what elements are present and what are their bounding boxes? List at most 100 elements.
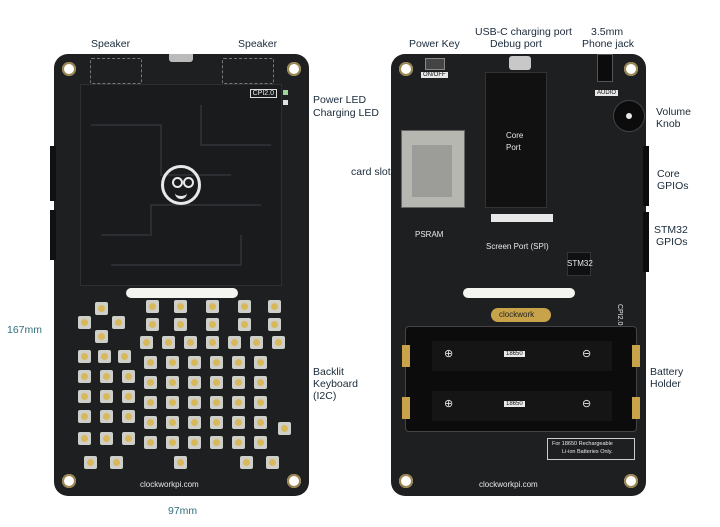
keyboard-key[interactable] [166, 416, 179, 429]
keyboard-key[interactable] [166, 356, 179, 369]
keyboard-key[interactable] [184, 336, 197, 349]
keyboard-key[interactable] [174, 318, 187, 331]
battery-note: For 18650 Rechargeable Li-ion Batteries … [547, 438, 635, 460]
keyboard-key[interactable] [210, 376, 223, 389]
keyboard-key[interactable] [146, 300, 159, 313]
keyboard-key[interactable] [162, 336, 175, 349]
height-dimension-label: 167mm [7, 324, 43, 336]
power-key[interactable] [425, 58, 445, 70]
keyboard-key[interactable] [78, 390, 91, 403]
keyboard-key[interactable] [206, 300, 219, 313]
clockwork-logo-icon [161, 165, 201, 205]
keyboard-key[interactable] [188, 416, 201, 429]
back-brand-url: clockworkpi.com [479, 480, 538, 489]
keyboard-key[interactable] [188, 356, 201, 369]
front-brand-url: clockworkpi.com [140, 480, 199, 489]
back-version-label: CPI2.0 [616, 304, 623, 326]
keyboard-key[interactable] [188, 436, 201, 449]
keyboard-key[interactable] [122, 432, 135, 445]
keyboard-key[interactable] [210, 356, 223, 369]
keyboard-key[interactable] [268, 300, 281, 313]
keyboard-key[interactable] [122, 410, 135, 423]
keyboard-key[interactable] [206, 336, 219, 349]
keyboard-label-line2: Keyboard [313, 378, 358, 390]
keyboard-key[interactable] [254, 376, 267, 389]
keyboard-key[interactable] [95, 302, 108, 315]
width-dimension-label: 97mm [168, 505, 198, 517]
keyboard-key[interactable] [254, 416, 267, 429]
keyboard-key[interactable] [84, 456, 97, 469]
keyboard-key[interactable] [238, 318, 251, 331]
brand-label: clockwork [499, 310, 535, 319]
keyboard-key[interactable] [232, 436, 245, 449]
back-slot [463, 288, 575, 298]
keyboard-key[interactable] [100, 432, 113, 445]
volume-knob-label-line1: Volume [656, 106, 692, 118]
keyboard-key[interactable] [174, 300, 187, 313]
battery-holder-label-line2: Holder [650, 378, 681, 390]
keyboard-key[interactable] [140, 336, 153, 349]
keyboard-key[interactable] [166, 376, 179, 389]
keyboard-key[interactable] [210, 416, 223, 429]
core-label-line1: Core [506, 131, 524, 140]
keyboard-key[interactable] [232, 396, 245, 409]
keyboard-key[interactable] [266, 456, 279, 469]
keyboard-key[interactable] [254, 436, 267, 449]
keyboard-key[interactable] [122, 390, 135, 403]
usbc-label-line1: USB-C charging port [475, 26, 572, 38]
back-board: ON/OFF AUDIO Core Port PSRAM Screen Port… [391, 54, 649, 496]
keyboard-label-line1: Backlit [313, 366, 344, 378]
mounting-hole [287, 62, 301, 76]
keyboard-key[interactable] [188, 376, 201, 389]
keyboard-key[interactable] [240, 456, 253, 469]
keyboard-key[interactable] [232, 376, 245, 389]
keyboard-key[interactable] [206, 318, 219, 331]
keyboard-key[interactable] [95, 330, 108, 343]
keyboard-key[interactable] [174, 456, 187, 469]
keyboard-key[interactable] [254, 396, 267, 409]
usbc-port-top [169, 54, 193, 62]
keyboard-key[interactable] [268, 318, 281, 331]
keyboard-key[interactable] [144, 396, 157, 409]
keyboard-key[interactable] [78, 432, 91, 445]
keyboard-key[interactable] [210, 396, 223, 409]
battery-type-label: 18650 [504, 401, 525, 407]
keyboard-key[interactable] [228, 336, 241, 349]
keyboard-key[interactable] [232, 416, 245, 429]
mounting-hole [287, 474, 301, 488]
keyboard-key[interactable] [210, 436, 223, 449]
keyboard-key[interactable] [98, 350, 111, 363]
keyboard-key[interactable] [118, 350, 131, 363]
keyboard-key[interactable] [250, 336, 263, 349]
keyboard-key[interactable] [254, 356, 267, 369]
keyboard-key[interactable] [100, 410, 113, 423]
keyboard-key[interactable] [78, 350, 91, 363]
card-slot-label: card slot [351, 166, 391, 178]
keyboard-key[interactable] [188, 396, 201, 409]
keyboard-key[interactable] [166, 396, 179, 409]
keyboard-key[interactable] [144, 416, 157, 429]
keyboard-key[interactable] [112, 316, 125, 329]
keyboard-key[interactable] [278, 422, 291, 435]
battery-note-line2: Li-ion Batteries Only. [562, 449, 613, 455]
keyboard-key[interactable] [272, 336, 285, 349]
front-slot [126, 288, 238, 298]
keyboard-key[interactable] [110, 456, 123, 469]
volume-knob[interactable] [613, 100, 645, 132]
keyboard-key[interactable] [100, 390, 113, 403]
keyboard-key[interactable] [238, 300, 251, 313]
keyboard-key[interactable] [78, 410, 91, 423]
keyboard-key[interactable] [146, 318, 159, 331]
keyboard-key[interactable] [78, 370, 91, 383]
keyboard-key[interactable] [144, 376, 157, 389]
usbc-label-line2: Debug port [490, 38, 542, 50]
keyboard-key[interactable] [78, 316, 91, 329]
keyboard-key[interactable] [232, 356, 245, 369]
keyboard-key[interactable] [144, 436, 157, 449]
keyboard-key[interactable] [166, 436, 179, 449]
keyboard-key[interactable] [100, 370, 113, 383]
plus-icon: ⊕ [444, 348, 454, 360]
keyboard-key[interactable] [122, 370, 135, 383]
card-slot[interactable] [401, 130, 465, 208]
keyboard-key[interactable] [144, 356, 157, 369]
